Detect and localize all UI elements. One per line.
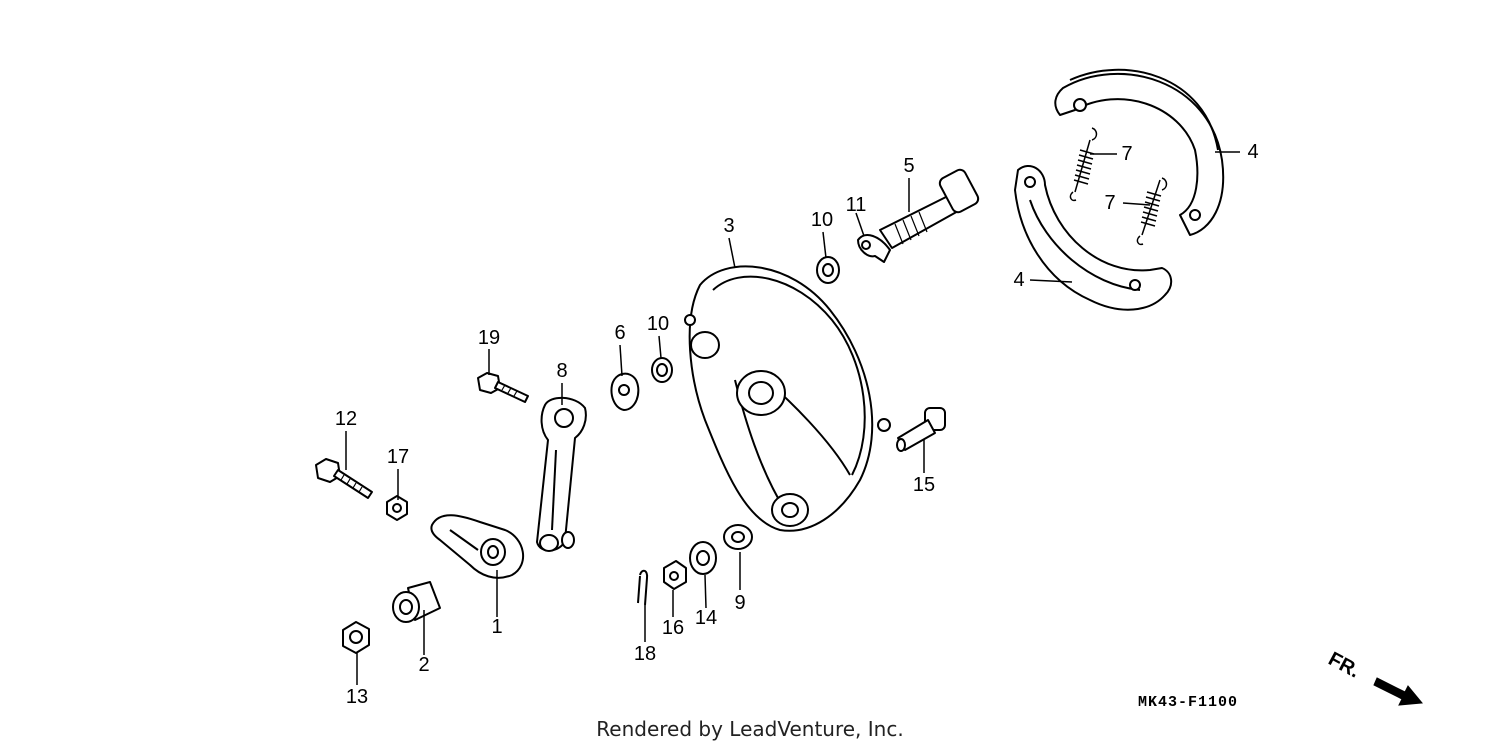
callout-5: 5 xyxy=(903,155,915,177)
callout-4-upper: 4 xyxy=(1247,141,1259,163)
washer-small-part[interactable] xyxy=(689,541,717,575)
brake-pin-part[interactable] xyxy=(896,407,946,452)
callout-14: 14 xyxy=(694,607,718,629)
callout-19: 19 xyxy=(477,327,501,349)
nut-small-part[interactable] xyxy=(663,560,687,590)
dust-seal-lower-part[interactable] xyxy=(651,357,673,383)
direction-arrow-icon xyxy=(1373,677,1423,706)
collar-part[interactable] xyxy=(392,581,441,623)
callout-3: 3 xyxy=(723,215,735,237)
brake-arm-part[interactable] xyxy=(430,514,525,579)
spring-upper-part[interactable] xyxy=(1069,127,1098,202)
indicator-plate-part[interactable] xyxy=(857,234,891,263)
brake-panel-part[interactable] xyxy=(684,265,891,532)
nut-large-part[interactable] xyxy=(342,621,370,654)
drawing-code: MK43-F1100 xyxy=(1138,694,1239,711)
brake-arm-link-part[interactable] xyxy=(536,396,587,552)
callout-11: 11 xyxy=(845,194,867,216)
callout-2: 2 xyxy=(418,654,430,676)
bolt-long-part[interactable] xyxy=(315,458,373,499)
callout-7-upper: 7 xyxy=(1121,143,1133,165)
callout-16: 16 xyxy=(661,617,685,639)
bolt-short-part[interactable] xyxy=(477,372,529,403)
washer-part[interactable] xyxy=(723,524,753,550)
render-credit: Rendered by LeadVenture, Inc. xyxy=(596,717,904,741)
brake-shoe-lower-part[interactable] xyxy=(1014,165,1173,311)
spring-lower-part[interactable] xyxy=(1136,177,1168,246)
callout-13: 13 xyxy=(345,686,369,708)
cotter-pin-part[interactable] xyxy=(637,569,649,606)
callout-18: 18 xyxy=(633,643,657,665)
brake-shoe-upper-part[interactable] xyxy=(1054,68,1225,236)
callout-10-lower: 10 xyxy=(646,313,670,335)
brake-cam-part[interactable] xyxy=(879,168,980,249)
wear-indicator-part[interactable] xyxy=(610,372,640,411)
callout-12: 12 xyxy=(334,408,358,430)
front-direction-indicator: FR. xyxy=(1325,640,1435,710)
callout-6: 6 xyxy=(614,322,626,344)
leader-lines xyxy=(345,151,1240,685)
callout-8: 8 xyxy=(556,360,568,382)
callout-4-lower: 4 xyxy=(1013,269,1025,291)
callout-10-upper: 10 xyxy=(810,209,834,231)
dust-seal-upper-part[interactable] xyxy=(816,256,840,284)
callout-17: 17 xyxy=(386,446,410,468)
callout-7-lower: 7 xyxy=(1104,192,1116,214)
callout-9: 9 xyxy=(734,592,746,614)
callout-1: 1 xyxy=(491,616,503,638)
nut-medium-part[interactable] xyxy=(386,495,408,521)
callout-15: 15 xyxy=(912,474,936,496)
